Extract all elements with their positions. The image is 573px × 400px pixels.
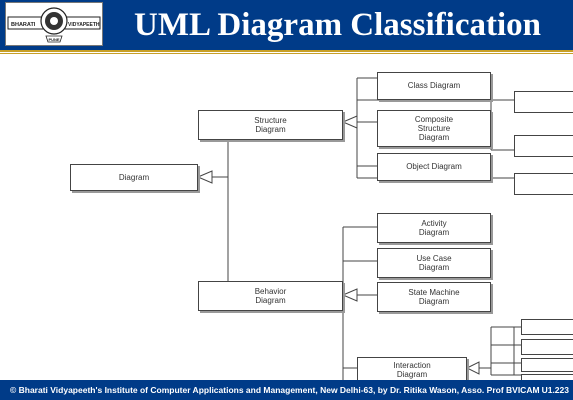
node-use-case-diagram: Use Case Diagram [377, 248, 491, 278]
institute-emblem-icon: BHARATI VIDYAPEETH PUNE [7, 7, 101, 43]
node-composite-structure-diagram: Composite Structure Diagram [377, 110, 491, 147]
node-clipped-1 [514, 91, 573, 113]
node-clipped-3 [514, 173, 573, 195]
logo-bottom-text: PUNE [48, 37, 59, 42]
institute-logo: BHARATI VIDYAPEETH PUNE [5, 2, 103, 46]
page-number: U1.223 [541, 385, 569, 395]
node-clipped-6 [521, 358, 573, 372]
slide-title: UML Diagram Classification [134, 7, 541, 43]
node-activity-diagram: Activity Diagram [377, 213, 491, 243]
node-clipped-2 [514, 135, 573, 157]
node-structure-diagram: Structure Diagram [198, 110, 343, 140]
node-interaction-diagram: Interaction Diagram [357, 357, 467, 380]
header-bar: BHARATI VIDYAPEETH PUNE UML Diagram Clas… [0, 0, 573, 50]
logo-right-text: VIDYAPEETH [68, 22, 100, 28]
logo-left-text: BHARATI [11, 22, 36, 28]
node-clipped-5 [521, 339, 573, 355]
diagram-connectors [196, 77, 573, 380]
diagram-area: Diagram Structure Diagram Behavior Diagr… [0, 55, 573, 380]
header-divider [0, 50, 573, 52]
node-diagram: Diagram [70, 164, 198, 191]
footer-credit: © Bharati Vidyapeeth's Institute of Comp… [10, 385, 540, 395]
node-state-machine-diagram: State Machine Diagram [377, 282, 491, 312]
header-divider-thin [0, 53, 573, 54]
node-class-diagram: Class Diagram [377, 72, 491, 100]
footer-bar: © Bharati Vidyapeeth's Institute of Comp… [0, 380, 573, 400]
node-behavior-diagram: Behavior Diagram [198, 281, 343, 311]
node-clipped-7 [521, 374, 573, 380]
node-object-diagram: Object Diagram [377, 153, 491, 181]
node-clipped-4 [521, 319, 573, 335]
